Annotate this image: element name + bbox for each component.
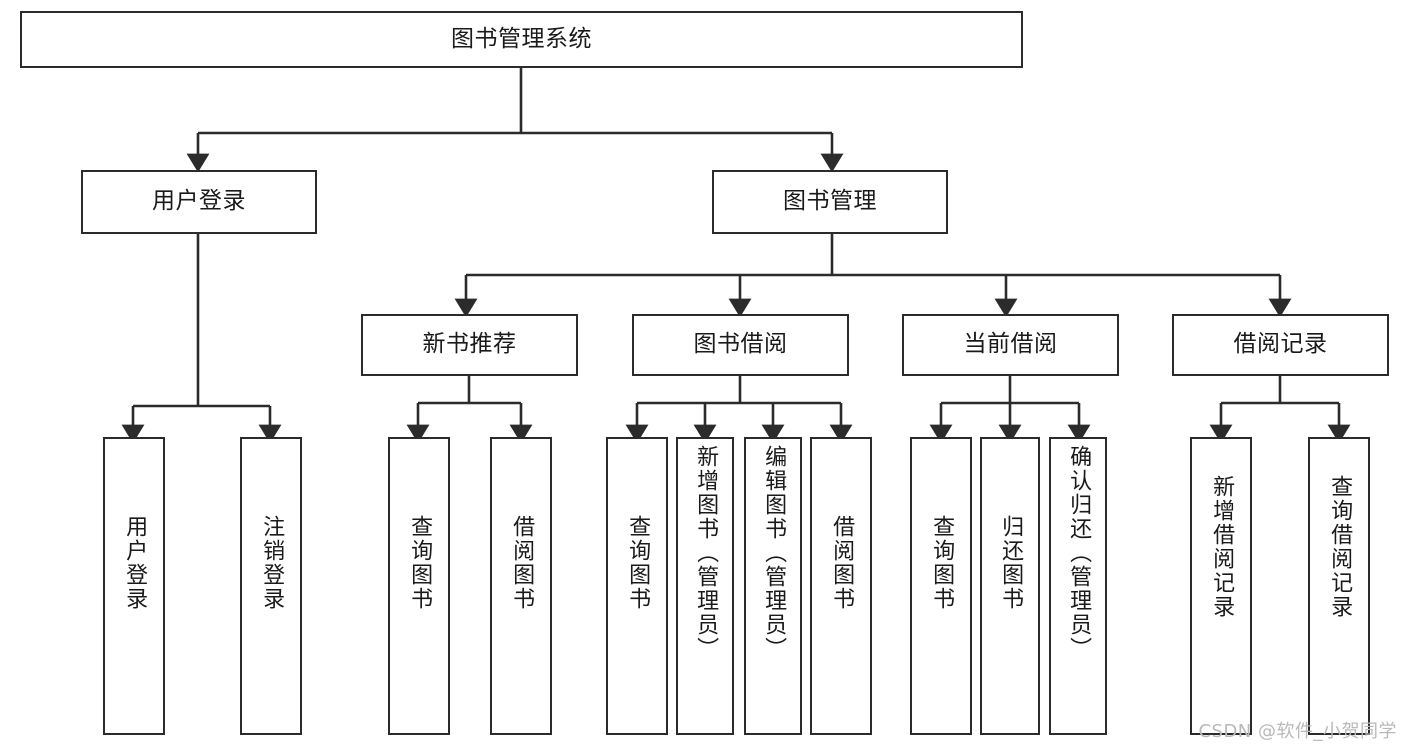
leaf-query-book-1-label: 查询图书: [407, 515, 433, 611]
leaf-return-book-label: 归还图书: [998, 515, 1024, 611]
leaf-query-book-1[interactable]: 查询图书: [388, 437, 450, 735]
node-borrow-record-label: 借阅记录: [1233, 331, 1328, 358]
leaf-borrow-book-1[interactable]: 借阅图书: [490, 437, 552, 735]
leaf-add-book-label: 新增图书（管理员）: [693, 445, 719, 661]
leaf-add-book[interactable]: 新增图书（管理员）: [676, 437, 734, 735]
node-user-login[interactable]: 用户登录: [81, 170, 317, 234]
leaf-query-record-label: 查询借阅记录: [1327, 475, 1353, 619]
leaf-edit-book[interactable]: 编辑图书（管理员）: [744, 437, 802, 735]
leaf-confirm-return-label: 确认归还（管理员）: [1066, 445, 1092, 661]
node-root[interactable]: 图书管理系统: [20, 11, 1023, 68]
leaf-edit-book-label: 编辑图书（管理员）: [761, 445, 787, 661]
leaf-logout[interactable]: 注销登录: [240, 437, 302, 735]
node-new-book-rec-label: 新书推荐: [422, 331, 517, 358]
leaf-add-record[interactable]: 新增借阅记录: [1190, 437, 1252, 735]
leaf-add-record-label: 新增借阅记录: [1209, 475, 1235, 619]
leaf-borrow-book-1-label: 借阅图书: [509, 515, 535, 611]
node-current-borrow[interactable]: 当前借阅: [902, 314, 1119, 376]
node-user-login-label: 用户登录: [152, 188, 246, 215]
node-borrow-record[interactable]: 借阅记录: [1172, 314, 1389, 376]
leaf-borrow-book-2[interactable]: 借阅图书: [810, 437, 872, 735]
leaf-return-book[interactable]: 归还图书: [980, 437, 1040, 735]
leaf-query-book-2-label: 查询图书: [625, 515, 651, 611]
node-book-borrow[interactable]: 图书借阅: [632, 314, 849, 376]
leaf-confirm-return[interactable]: 确认归还（管理员）: [1049, 437, 1107, 735]
leaf-query-book-2[interactable]: 查询图书: [606, 437, 668, 735]
leaf-user-login[interactable]: 用户登录: [103, 437, 165, 735]
leaf-logout-label: 注销登录: [259, 515, 285, 611]
leaf-user-login-label: 用户登录: [122, 515, 148, 611]
node-current-borrow-label: 当前借阅: [963, 331, 1058, 358]
node-new-book-rec[interactable]: 新书推荐: [361, 314, 578, 376]
leaf-query-book-3[interactable]: 查询图书: [910, 437, 972, 735]
node-root-label: 图书管理系统: [451, 25, 592, 52]
node-book-manage[interactable]: 图书管理: [712, 170, 948, 234]
node-book-borrow-label: 图书借阅: [693, 331, 788, 358]
node-book-manage-label: 图书管理: [783, 188, 877, 215]
leaf-query-book-3-label: 查询图书: [929, 515, 955, 611]
leaf-query-record[interactable]: 查询借阅记录: [1308, 437, 1370, 735]
leaf-borrow-book-2-label: 借阅图书: [829, 515, 855, 611]
